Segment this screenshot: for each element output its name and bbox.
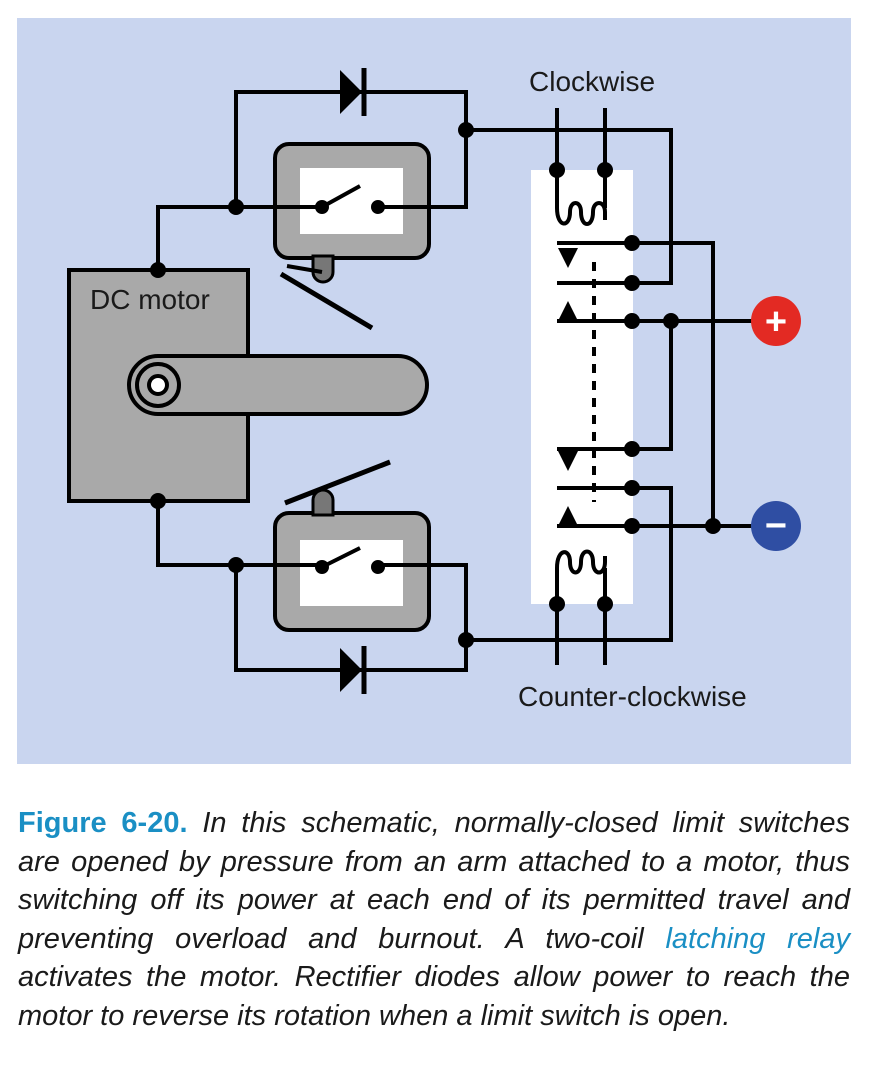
relay-panel (531, 170, 633, 604)
top-diode (340, 68, 367, 116)
clockwise-label: Clockwise (529, 66, 655, 97)
wiring (156, 90, 757, 672)
top-limit-switch (273, 142, 431, 331)
relay-contact-arrows (558, 248, 578, 526)
motor-shaft-hub (147, 374, 169, 396)
dc-motor-label: DC motor (90, 284, 210, 315)
junction-dots (150, 122, 721, 648)
positive-terminal: + (751, 296, 801, 346)
latching-relay-link[interactable]: latching relay (665, 922, 850, 955)
caption-text-before-link: In this schematic, normally-closed limit… (18, 807, 850, 955)
figure-caption: Figure 6-20. In this schematic, normally… (18, 804, 850, 1036)
figure-label: Figure 6-20. (18, 807, 188, 839)
plus-symbol: + (765, 301, 787, 343)
schematic-diagram: DC motor (17, 18, 851, 764)
caption-text-after-link: activates the motor. Rectifier diodes al… (18, 961, 850, 1032)
minus-symbol: − (765, 505, 787, 547)
bottom-diode (340, 646, 367, 694)
motor-arm (127, 354, 429, 416)
negative-terminal: − (751, 501, 801, 551)
counter-clockwise-label: Counter-clockwise (518, 681, 747, 712)
